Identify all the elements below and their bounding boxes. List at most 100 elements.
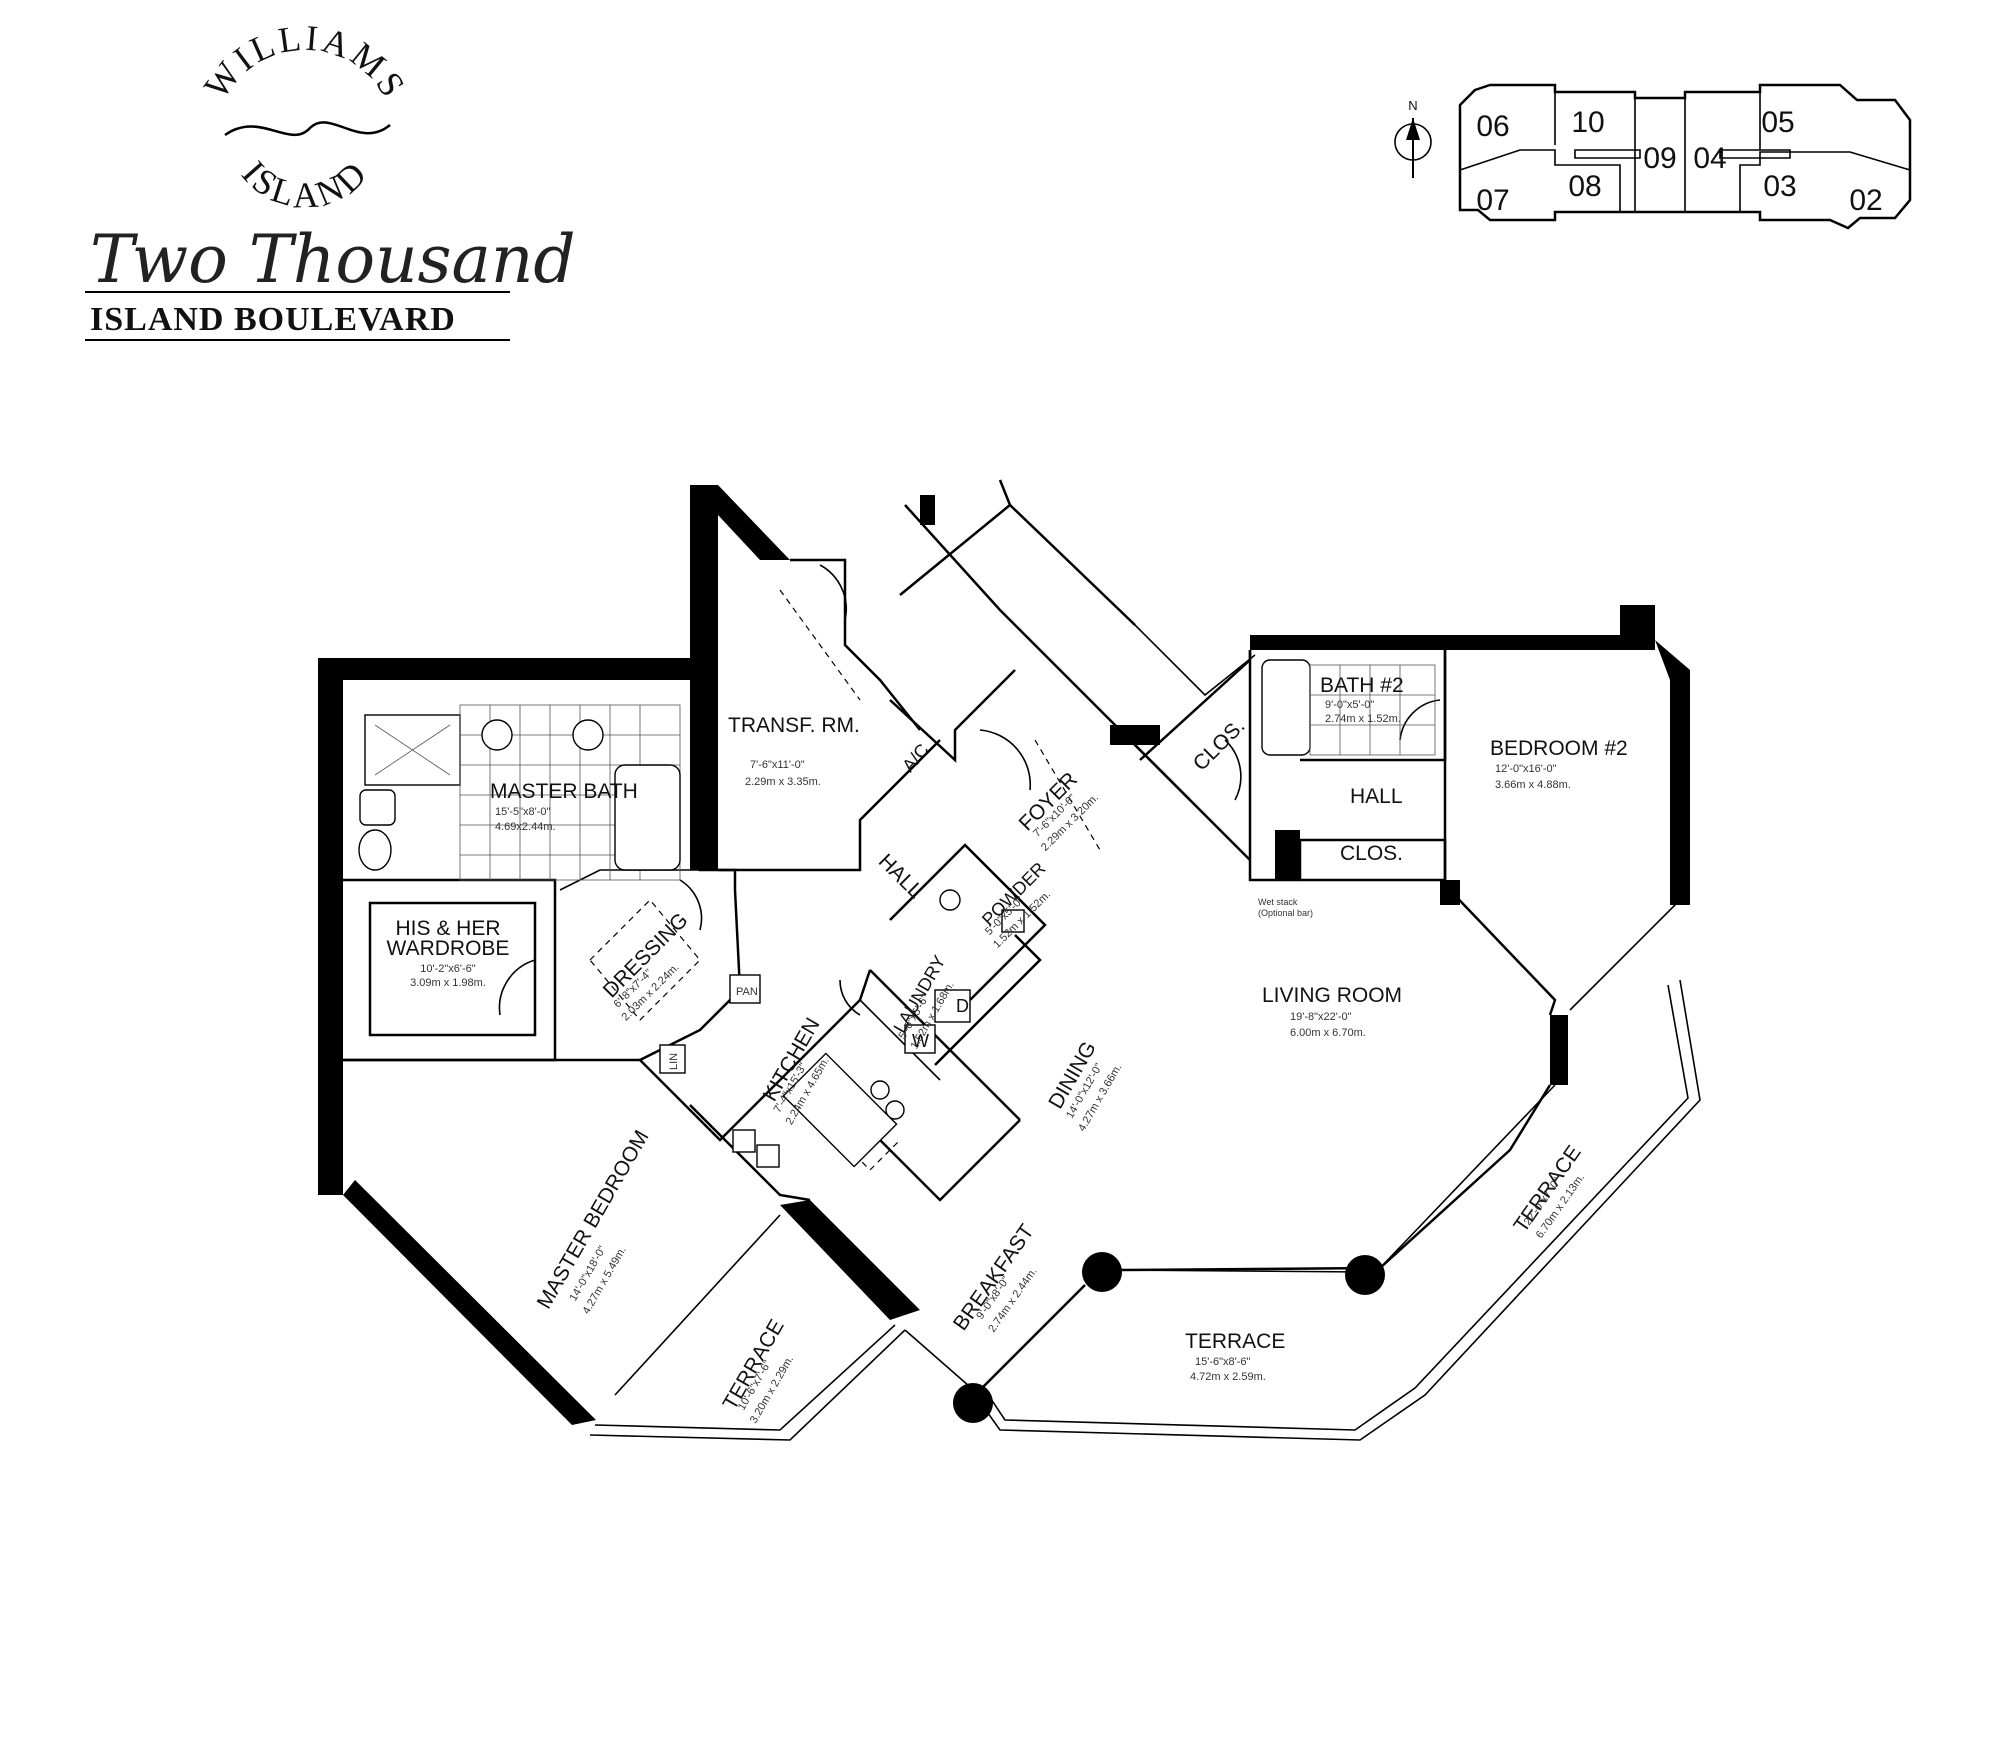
living-room-label: LIVING ROOM [1262, 984, 1402, 1007]
wall-foyer-north [1009, 504, 1136, 626]
wall-kitchen-east [869, 969, 1021, 1121]
key-unit-03: 03 [1763, 170, 1796, 203]
wall-bath2-west [1248, 650, 1300, 882]
wall-transf-east [790, 558, 921, 731]
wet-stack-sub-note: (Optional bar) [1258, 908, 1313, 918]
column-east [1550, 1015, 1568, 1085]
terrace-column [953, 1383, 993, 1423]
door-transf [819, 564, 848, 621]
transf-rm-metric: 2.29m x 3.35m. [745, 776, 821, 788]
wardrobe-inner [368, 901, 537, 1037]
master-bath-dim: 15'-5"x8'-0" [495, 806, 551, 818]
wall-southwest [343, 1180, 596, 1425]
wall-transf-south [718, 739, 941, 872]
bedroom-2-label: BEDROOM #2 [1490, 737, 1628, 760]
logo-island: ISLAND [234, 152, 376, 215]
logo-two-thousand: Two Thousand [90, 221, 576, 298]
north-arrow-head-icon [1406, 118, 1420, 140]
wall-stub-closet [1440, 880, 1460, 905]
wall-laundry-split [859, 999, 941, 1081]
key-unit-08: 08 [1568, 170, 1601, 203]
window-living-east [1379, 1084, 1556, 1269]
kitchen-island [782, 1052, 898, 1168]
transf-rm-label: TRANSF. RM. [728, 714, 860, 737]
terrace-column [1082, 1252, 1122, 1292]
wall-bedroom2-west [1443, 650, 1557, 1016]
range-burner-icon [732, 1129, 756, 1153]
terrace-column [1345, 1255, 1385, 1295]
bath2-tile-grid [1309, 664, 1436, 756]
wall-wetstack [1275, 830, 1300, 880]
wall-kitchen-pantry [869, 1119, 1021, 1202]
master-bedroom-label: MASTER BEDROOM [533, 1126, 654, 1312]
wall-north-masterbath [318, 658, 700, 680]
living-room-dim: 19'-8"x22'-0" [1290, 1011, 1352, 1023]
bath-2-label: BATH #2 [1320, 674, 1404, 697]
window-living [1114, 1269, 1366, 1273]
hall-2-label: HALL [1350, 785, 1403, 808]
wardrobe-label-1: HIS & HER [395, 917, 500, 940]
wall-masterbath-east [698, 680, 737, 890]
wall-east-bedroom [1655, 640, 1690, 905]
bath-tile-lines [460, 705, 680, 880]
key-unit-09: 09 [1643, 142, 1676, 175]
sink-icon [572, 719, 604, 751]
bathtub-icon [614, 764, 681, 871]
wall-kitchen-south [780, 1200, 920, 1320]
toilet-bowl-icon [358, 829, 392, 871]
key-unit-10: 10 [1571, 106, 1604, 139]
room-labels: MASTER BATH 15'-5"x8'-0" 4.69x2.44m. TRA… [387, 674, 1628, 1425]
wall-dressing [639, 889, 742, 1062]
wardrobe-dim: 10'-2"x6'-6" [420, 963, 476, 975]
washer-label: W [912, 1031, 929, 1051]
bath-2-metric: 2.74m x 1.52m. [1325, 713, 1401, 725]
column-north-east [1620, 605, 1655, 650]
terrace-master-outline [594, 1324, 896, 1431]
door-foyer [979, 729, 1032, 791]
window-master [614, 1214, 781, 1396]
wardrobe-label-2: WARDROBE [387, 937, 510, 960]
wall-breakfast-south [979, 1284, 1086, 1391]
floor-plan: MASTER BATH 15'-5"x8'-0" 4.69x2.44m. TRA… [318, 479, 1701, 1441]
ac-label: A/C [898, 740, 933, 776]
hall-1-label: HALL [874, 850, 927, 903]
terrace-2-dim: 15'-6"x8'-6" [1195, 1356, 1251, 1368]
closet-2-label: CLOS. [1340, 842, 1403, 865]
range-burner-icon [756, 1144, 780, 1168]
kitchen-fixtures [659, 889, 1025, 1168]
wall-kitchen-west [639, 969, 872, 1142]
shower-drain [374, 724, 451, 776]
sink-icon [481, 719, 513, 751]
pantry-box [729, 974, 761, 1004]
powder-toilet-icon [1001, 909, 1025, 933]
dryer-label: D [956, 996, 969, 1016]
wall-transf-north [690, 485, 790, 560]
wall-stub-foyer [1110, 725, 1160, 745]
pantry-label: PAN [736, 986, 758, 998]
terrace-main-outline-inner [984, 984, 1689, 1431]
terrace-master-outline-inner [589, 1329, 906, 1441]
logo-flourish [224, 121, 391, 137]
key-unit-04: 04 [1693, 142, 1726, 175]
bathtub-icon [1261, 659, 1311, 756]
terrace-rail [1569, 899, 1681, 1011]
door-wardrobe [498, 959, 536, 1016]
wall-living-east [1379, 1084, 1552, 1269]
wardrobe-metric: 3.09m x 1.98m. [410, 977, 486, 989]
master-bath-fixtures [358, 704, 681, 881]
washer-icon [904, 1024, 936, 1054]
wall-west [318, 658, 343, 1195]
terrace-2-metric: 4.72m x 2.59m. [1190, 1371, 1266, 1383]
north-arrow: N [1394, 98, 1432, 178]
wall-stub-north [920, 495, 935, 525]
bath2-tile-lines [1310, 665, 1435, 755]
toilet-icon [359, 789, 396, 826]
window-breakfast [904, 1329, 986, 1401]
transf-rm-dim: 7'-6"x11'-0" [750, 759, 805, 771]
powder-sink-icon [939, 889, 961, 911]
wall-foyer-clos [1134, 624, 1256, 697]
key-plan-corridor [1574, 149, 1641, 159]
bedroom-2-dim: 12'-0"x16'-0" [1495, 763, 1557, 775]
dryer-icon [934, 989, 971, 1023]
